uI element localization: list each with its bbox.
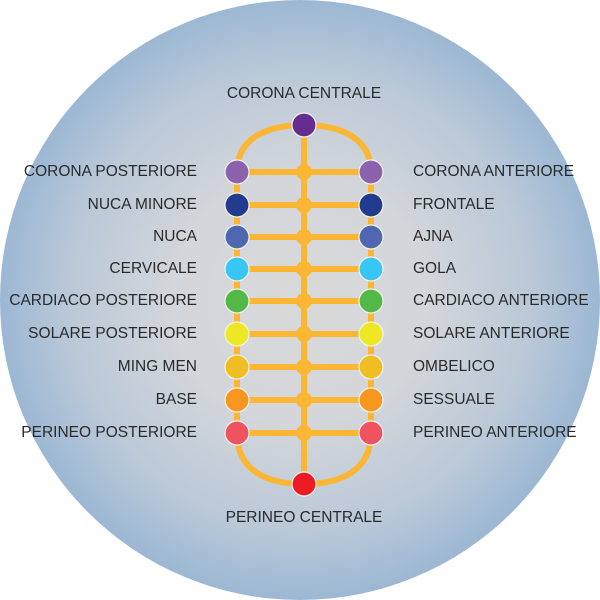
chakra-node-bottom	[291, 471, 317, 497]
chakra-node-left	[224, 288, 250, 314]
chakra-node-left	[224, 321, 250, 347]
label-left: PERINEO POSTERIORE	[21, 424, 197, 441]
center-node	[296, 197, 312, 213]
chakra-node-right	[358, 420, 384, 446]
center-node	[296, 261, 312, 277]
center-node	[296, 293, 312, 309]
label-left: NUCA	[153, 228, 197, 245]
label-bottom: PERINEO CENTRALE	[225, 509, 383, 526]
center-node	[296, 359, 312, 375]
label-right: GOLA	[413, 260, 457, 277]
label-left: NUCA MINORE	[87, 196, 197, 213]
center-node	[296, 326, 312, 342]
chakra-node-right	[358, 224, 384, 250]
chakra-node-left	[224, 192, 250, 218]
chakra-node-right	[358, 354, 384, 380]
center-node	[296, 164, 312, 180]
label-left: CORONA POSTERIORE	[23, 163, 197, 180]
label-right: PERINEO ANTERIORE	[413, 424, 577, 441]
chakra-node-right	[358, 321, 384, 347]
chakra-node-right	[358, 256, 384, 282]
chakra-node-left	[224, 354, 250, 380]
chakra-node-left	[224, 224, 250, 250]
chakra-node-left	[224, 420, 250, 446]
label-left: MING MEN	[117, 358, 197, 375]
label-left: SOLARE POSTERIORE	[28, 325, 197, 342]
chakra-node-left	[224, 159, 250, 185]
label-right: OMBELICO	[413, 358, 495, 375]
label-right: CARDIACO ANTERIORE	[413, 292, 589, 309]
center-node	[296, 229, 312, 245]
label-right: SESSUALE	[413, 391, 495, 408]
label-left: CARDIACO POSTERIORE	[9, 292, 197, 309]
label-left: BASE	[155, 391, 197, 408]
center-node	[296, 392, 312, 408]
label-right: FRONTALE	[413, 196, 495, 213]
label-top: CORONA CENTRALE	[226, 85, 382, 102]
label-right: CORONA ANTERIORE	[413, 163, 575, 180]
chakra-node-left	[224, 256, 250, 282]
chakra-node-right	[358, 387, 384, 413]
chakra-node-left	[224, 387, 250, 413]
label-left: CERVICALE	[109, 260, 197, 277]
chakra-node-right	[358, 192, 384, 218]
chakra-node-top	[291, 112, 317, 138]
label-right: AJNA	[413, 228, 453, 245]
center-node	[296, 425, 312, 441]
chakra-node-right	[358, 288, 384, 314]
label-right: SOLARE ANTERIORE	[413, 325, 570, 342]
chakra-node-right	[358, 159, 384, 185]
